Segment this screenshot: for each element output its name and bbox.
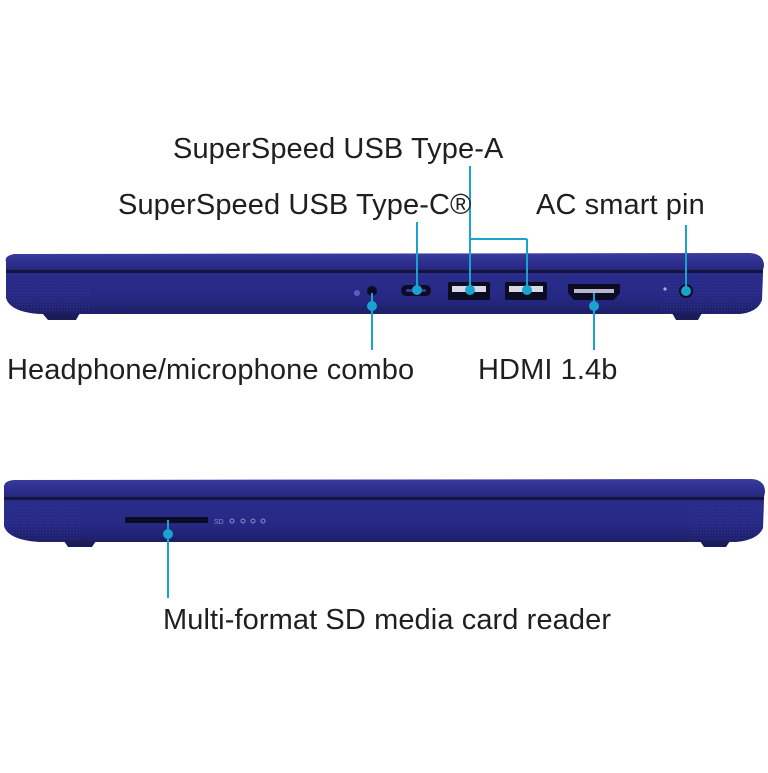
label-ac-smart-pin: AC smart pin xyxy=(536,189,705,221)
label-headphone-combo: Headphone/microphone combo xyxy=(7,354,415,386)
laptop-right-side: SD xyxy=(3,479,765,547)
dot-usb-a-2 xyxy=(522,285,532,295)
rubber-foot-left-2 xyxy=(64,541,96,547)
laptop-base xyxy=(6,273,763,314)
dot-usb-c xyxy=(412,285,422,295)
leader-dots xyxy=(163,285,691,539)
rubber-foot-right xyxy=(672,313,702,320)
laptop-left-side xyxy=(5,253,764,320)
laptop-lid-2 xyxy=(3,479,765,498)
label-usb-type-a: SuperSpeed USB Type-A xyxy=(173,133,504,165)
leader-lines xyxy=(167,166,687,598)
hinge-seam-2 xyxy=(4,497,764,500)
dot-hdmi xyxy=(589,301,599,311)
dot-sd-reader xyxy=(163,529,173,539)
dot-headphone xyxy=(367,301,377,311)
indicator-glyph-3 xyxy=(250,518,256,524)
laptop-base-2 xyxy=(4,500,764,542)
base-texture-left-2 xyxy=(4,508,80,542)
headphone-jack xyxy=(367,286,377,296)
indicator-glyph-1 xyxy=(229,518,235,524)
sd-card-slot xyxy=(125,517,208,523)
label-usb-type-c: SuperSpeed USB Type-C® xyxy=(118,189,472,221)
base-texture-left xyxy=(6,282,90,314)
sd-slot-marking: SD xyxy=(214,519,224,526)
dot-ac-pin xyxy=(681,286,691,296)
label-hdmi: HDMI 1.4b xyxy=(478,354,618,386)
dot-usb-a-1 xyxy=(465,285,475,295)
laptop-lid xyxy=(5,253,764,271)
indicator-glyph-4 xyxy=(260,518,266,524)
hdmi-pins xyxy=(574,289,614,293)
base-texture-right-2 xyxy=(690,508,764,542)
rubber-foot-left xyxy=(42,313,80,320)
indicator-glyph-2 xyxy=(240,518,246,524)
rubber-foot-right-2 xyxy=(700,541,730,547)
hinge-seam xyxy=(6,270,763,273)
base-texture-right xyxy=(660,282,763,314)
headphone-glyph xyxy=(354,290,360,296)
power-led xyxy=(663,287,667,291)
label-sd-card-reader: Multi-format SD media card reader xyxy=(163,604,612,636)
